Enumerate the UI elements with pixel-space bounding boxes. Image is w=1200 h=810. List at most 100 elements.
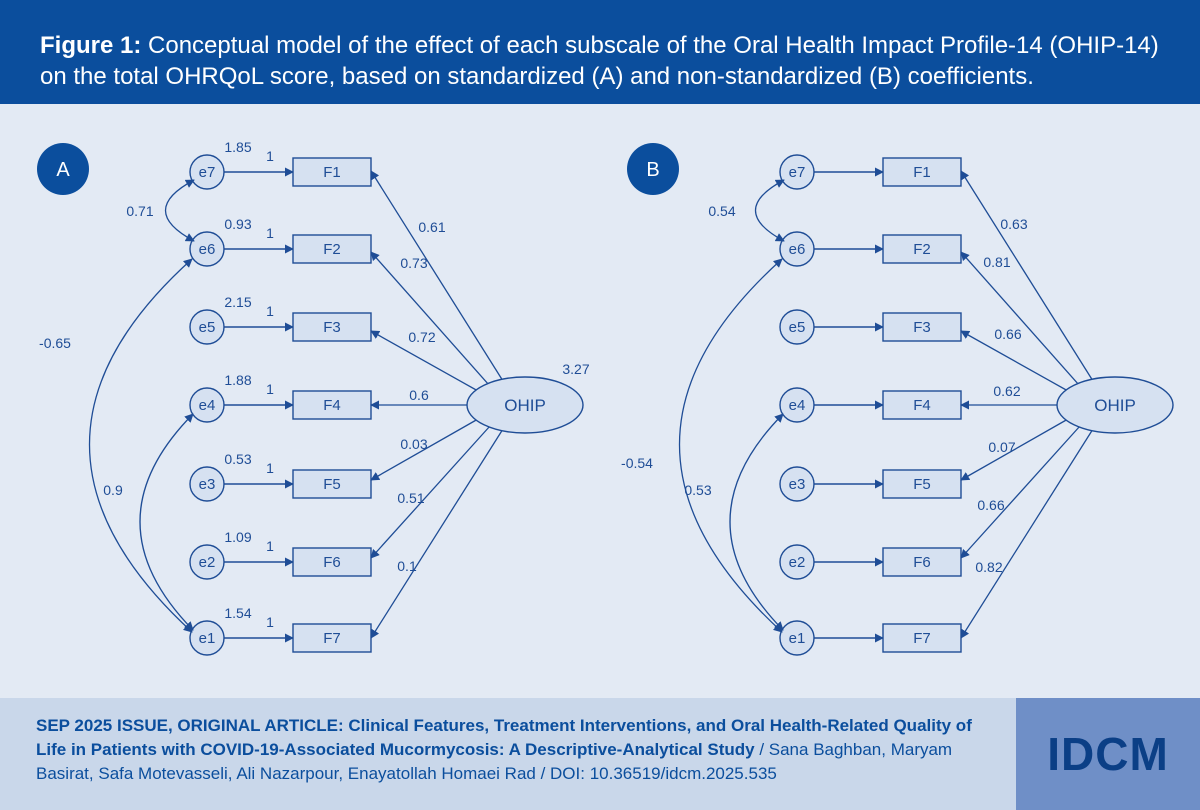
error-node-label: e1 bbox=[789, 630, 806, 647]
factor-node-label: F5 bbox=[323, 476, 341, 493]
loading-label: 0.6 bbox=[409, 387, 429, 403]
factor-node-label: F4 bbox=[913, 397, 931, 414]
loading-label: 0.82 bbox=[975, 559, 1002, 575]
factor-node-label: F2 bbox=[323, 241, 341, 258]
error-path-label: 1 bbox=[266, 381, 274, 397]
factor-node-label: F3 bbox=[323, 319, 341, 336]
loading-arrow bbox=[960, 418, 1069, 481]
covariance-arc bbox=[165, 179, 195, 242]
covariance-arc bbox=[755, 179, 785, 242]
factor-node bbox=[292, 623, 372, 653]
panel-label: B bbox=[646, 159, 659, 181]
factor-node bbox=[292, 234, 372, 264]
article-citation: SEP 2025 ISSUE, ORIGINAL ARTICLE: Clinic… bbox=[36, 714, 996, 786]
error-node-label: e4 bbox=[789, 397, 806, 414]
factor-node bbox=[292, 469, 372, 499]
error-node-label: e7 bbox=[789, 164, 806, 181]
citation-authors-doi: / Sana Baghban, Maryam Basirat, Safa Mot… bbox=[36, 740, 953, 783]
citation-title: SEP 2025 ISSUE, ORIGINAL ARTICLE: Clinic… bbox=[36, 716, 972, 759]
error-variance-label: 1.88 bbox=[224, 372, 251, 388]
covariance-arc bbox=[679, 258, 783, 633]
latent-ohip-node bbox=[1056, 376, 1174, 434]
error-node-label: e6 bbox=[199, 241, 216, 258]
error-path-label: 1 bbox=[266, 460, 274, 476]
error-node-label: e2 bbox=[789, 554, 806, 571]
error-node-label: e5 bbox=[199, 319, 216, 336]
error-variance-label: 0.93 bbox=[224, 216, 251, 232]
error-variance-label: 2.15 bbox=[224, 294, 251, 310]
error-node bbox=[779, 154, 815, 190]
panel-label-circle bbox=[627, 143, 679, 195]
factor-node bbox=[882, 312, 962, 342]
latent-ohip-node bbox=[466, 376, 584, 434]
factor-node-label: F3 bbox=[913, 319, 931, 336]
factor-node-label: F5 bbox=[913, 476, 931, 493]
error-node-label: e2 bbox=[199, 554, 216, 571]
covariance-label: 0.53 bbox=[684, 482, 711, 498]
factor-node bbox=[292, 547, 372, 577]
covariance-label: 0.9 bbox=[103, 482, 123, 498]
factor-node bbox=[292, 312, 372, 342]
error-path-label: 1 bbox=[266, 614, 274, 630]
error-variance-label: 1.09 bbox=[224, 529, 251, 545]
factor-node-label: F1 bbox=[323, 164, 341, 181]
loading-label: 0.66 bbox=[977, 497, 1004, 513]
factor-node-label: F7 bbox=[323, 630, 341, 647]
factor-node bbox=[882, 469, 962, 499]
panel-label: A bbox=[56, 159, 70, 181]
error-path-label: 1 bbox=[266, 538, 274, 554]
factor-node bbox=[882, 234, 962, 264]
figure-caption: Conceptual model of the effect of each s… bbox=[40, 32, 1159, 90]
error-path-label: 1 bbox=[266, 303, 274, 319]
covariance-label: 0.71 bbox=[126, 203, 153, 219]
error-node-label: e3 bbox=[199, 476, 216, 493]
error-node-label: e6 bbox=[789, 241, 806, 258]
error-variance-label: 0.53 bbox=[224, 451, 251, 467]
covariance-arc bbox=[139, 413, 194, 631]
covariance-label: -0.54 bbox=[621, 455, 653, 471]
loading-label: 0.62 bbox=[993, 383, 1020, 399]
article-footer: SEP 2025 ISSUE, ORIGINAL ARTICLE: Clinic… bbox=[0, 698, 1200, 810]
loading-label: 0.73 bbox=[400, 255, 427, 271]
error-node bbox=[189, 231, 225, 267]
loading-arrow bbox=[370, 170, 504, 382]
factor-node-label: F4 bbox=[323, 397, 341, 414]
error-path-label: 1 bbox=[266, 148, 274, 164]
covariance-arc bbox=[729, 413, 784, 631]
loading-label: 0.66 bbox=[994, 326, 1021, 342]
covariance-label: 0.54 bbox=[708, 203, 735, 219]
error-variance-label: 1.54 bbox=[224, 605, 251, 621]
latent-ohip-label: OHIP bbox=[1094, 396, 1136, 415]
loading-label: 0.72 bbox=[408, 329, 435, 345]
loading-arrow bbox=[370, 251, 490, 386]
error-node-label: e3 bbox=[789, 476, 806, 493]
factor-node bbox=[292, 157, 372, 187]
factor-node-label: F1 bbox=[913, 164, 931, 181]
covariance-label: -0.65 bbox=[39, 335, 71, 351]
factor-node bbox=[882, 623, 962, 653]
factor-node-label: F7 bbox=[913, 630, 931, 647]
loading-label: 0.63 bbox=[1000, 216, 1027, 232]
figure-label: Figure 1: bbox=[40, 32, 142, 59]
covariance-arc bbox=[89, 258, 193, 633]
loading-label: 0.61 bbox=[418, 219, 445, 235]
panel-label-circle bbox=[37, 143, 89, 195]
factor-node bbox=[292, 390, 372, 420]
factor-node-label: F2 bbox=[913, 241, 931, 258]
error-variance-label: 1.85 bbox=[224, 139, 251, 155]
loading-arrow bbox=[960, 170, 1094, 382]
error-node bbox=[779, 231, 815, 267]
error-node-label: e1 bbox=[199, 630, 216, 647]
journal-logo-text: IDCM bbox=[1047, 728, 1169, 780]
factor-node bbox=[882, 390, 962, 420]
error-node bbox=[189, 154, 225, 190]
factor-node-label: F6 bbox=[913, 554, 931, 571]
journal-logo: IDCM bbox=[1016, 698, 1200, 810]
factor-node bbox=[882, 547, 962, 577]
latent-ohip-label: OHIP bbox=[504, 396, 546, 415]
factor-node-label: F6 bbox=[323, 554, 341, 571]
loading-label: 0.03 bbox=[400, 436, 427, 452]
